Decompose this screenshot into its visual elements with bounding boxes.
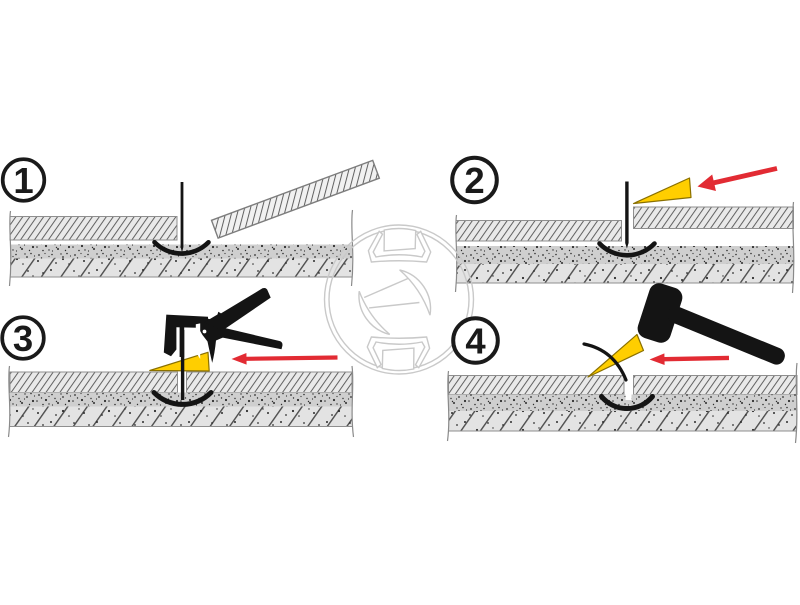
svg-text:1: 1 [13, 160, 33, 201]
svg-text:2: 2 [464, 160, 484, 201]
svg-text:4: 4 [465, 321, 486, 362]
svg-text:3: 3 [13, 318, 33, 359]
